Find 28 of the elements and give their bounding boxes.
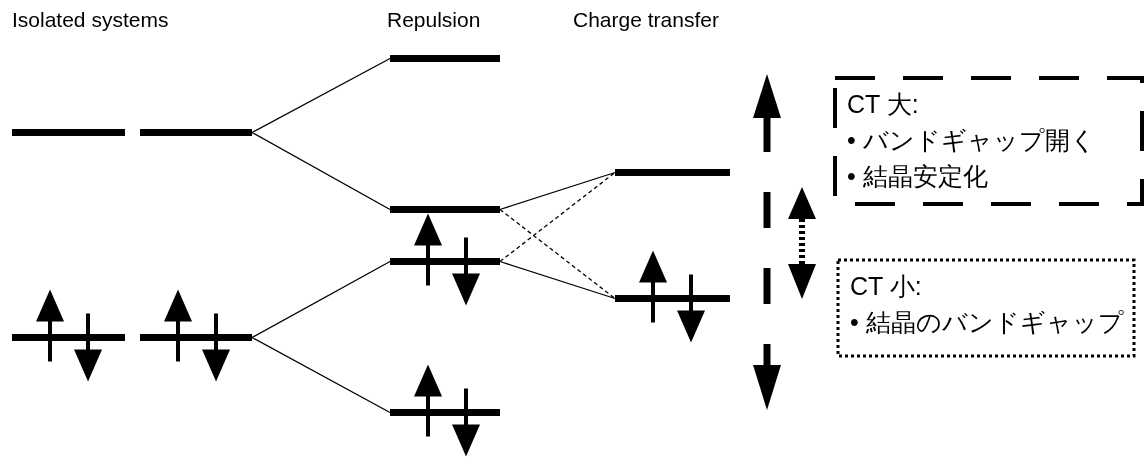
energy-level-bar	[12, 334, 125, 341]
dashed-note-box	[833, 76, 1144, 206]
connector-line	[499, 208, 616, 300]
energy-level-bar	[390, 409, 500, 416]
connector-line	[251, 336, 391, 414]
connector-line	[499, 260, 616, 300]
bullet-text: • 結晶安定化	[847, 161, 988, 192]
energy-level-bar	[140, 129, 252, 136]
energy-level-bar	[390, 206, 500, 213]
energy-level-bar	[12, 129, 125, 136]
energy-level-bar	[140, 334, 252, 341]
connector-line	[251, 57, 391, 134]
bullet-text: • 結晶のバンドギャップ	[850, 307, 1124, 338]
column-heading: Repulsion	[387, 8, 481, 32]
column-heading: Isolated systems	[12, 8, 169, 32]
note-heading: CT 小:	[850, 271, 922, 302]
column-heading: Charge transfer	[573, 8, 719, 32]
connector-line	[251, 131, 391, 211]
connector-line	[499, 171, 616, 211]
connector-line	[499, 171, 616, 263]
connector-line	[251, 260, 391, 339]
note-heading: CT 大:	[847, 89, 919, 120]
energy-level-bar	[390, 258, 500, 265]
energy-level-bar	[615, 169, 730, 176]
dotted-note-box	[836, 258, 1136, 358]
bullet-text: • バンドギャップ開く	[847, 125, 1096, 156]
energy-level-bar	[615, 295, 730, 302]
energy-level-bar	[390, 55, 500, 62]
